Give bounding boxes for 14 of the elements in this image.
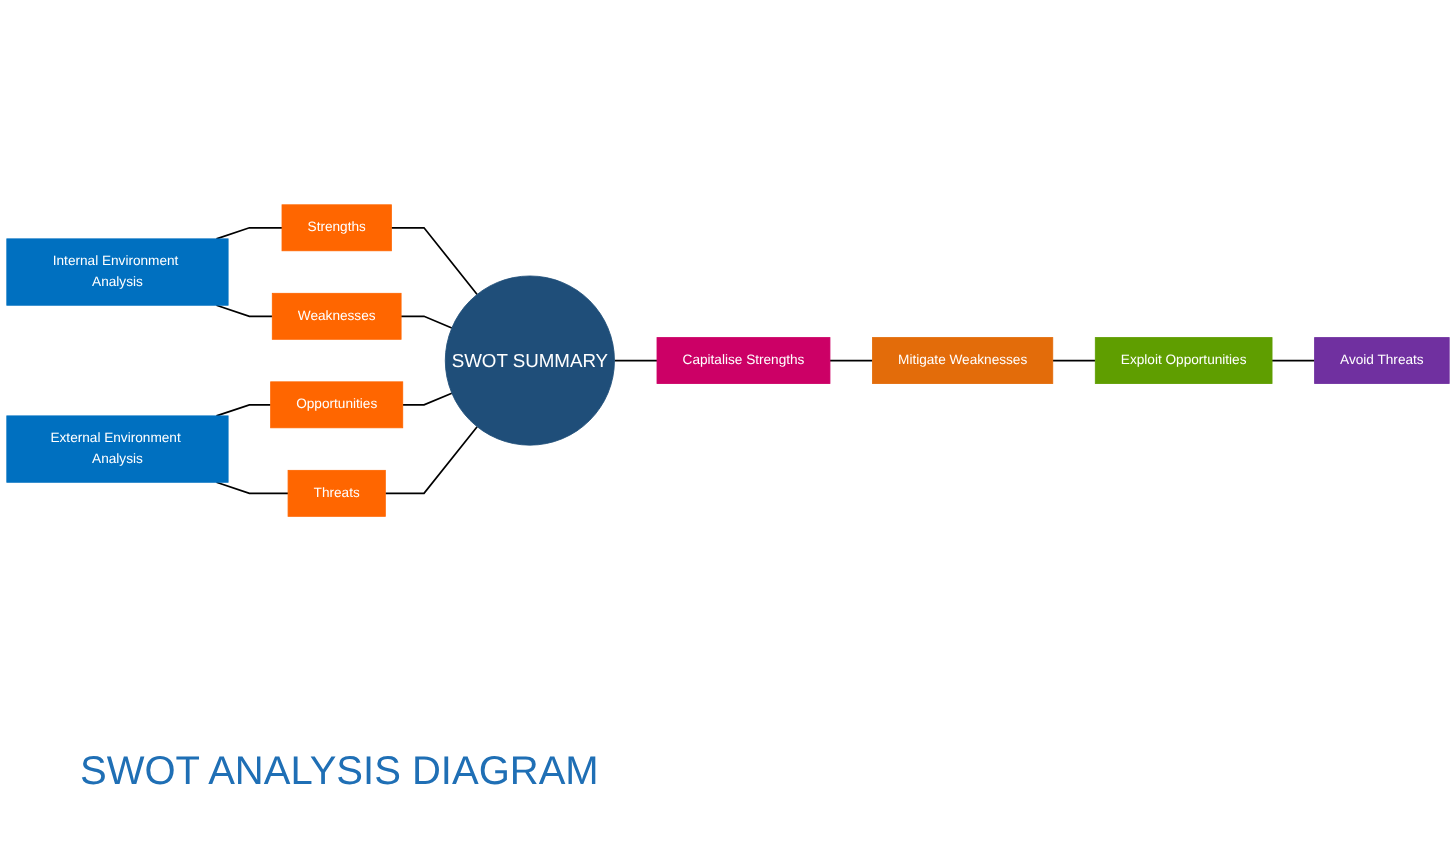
connector xyxy=(215,480,289,494)
connector xyxy=(1271,359,1316,361)
connector xyxy=(384,425,478,494)
diagram-title: SWOT ANALYSIS DIAGRAM xyxy=(80,750,599,796)
connector xyxy=(390,226,478,295)
connector xyxy=(215,303,274,317)
connector xyxy=(829,359,874,361)
connector xyxy=(1051,359,1097,361)
connector xyxy=(613,359,658,361)
connector xyxy=(401,391,453,406)
node-circle: SWOT SUMMARY xyxy=(444,275,615,445)
connector xyxy=(400,314,453,329)
connector xyxy=(215,226,283,240)
connector xyxy=(215,403,272,417)
